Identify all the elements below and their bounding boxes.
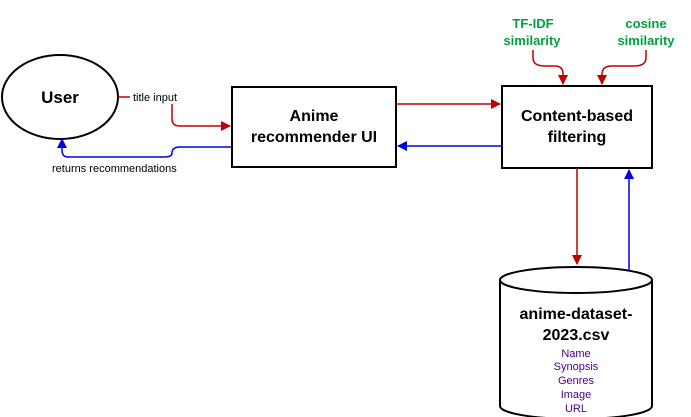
cosine-arrow	[597, 50, 647, 85]
title-input-label: title input	[133, 92, 177, 104]
cosine-label-line2: similarity	[617, 33, 675, 48]
returns-arrow	[57, 138, 232, 158]
tfidf-label-line2: similarity	[503, 33, 561, 48]
dataset-field-synopsis: Synopsis	[554, 361, 599, 373]
user-label: User	[41, 88, 79, 107]
filtering-label-line1: Content-based	[521, 108, 633, 125]
user-node: User	[1, 54, 119, 140]
cosine-label-line1: cosine	[625, 16, 666, 31]
dataset-field-url: URL	[565, 403, 587, 415]
dataset-node: anime-dataset- 2023.csv Name Synopsis Ge…	[499, 266, 653, 417]
filtering-label-line2: filtering	[548, 129, 607, 146]
dataset-field-genres: Genres	[558, 375, 595, 387]
ui-label-line2: recommender UI	[251, 129, 377, 146]
cosine-annotation: cosine similarity	[617, 16, 675, 48]
dataset-label-line2: 2023.csv	[543, 327, 610, 344]
tfidf-arrow	[532, 50, 568, 85]
dataset-field-name: Name	[561, 348, 590, 360]
dataset-label-line1: anime-dataset-	[520, 306, 633, 323]
tfidf-annotation: TF-IDF similarity	[503, 16, 561, 48]
tfidf-label-line1: TF-IDF	[512, 16, 553, 31]
filtering-node: Content-based filtering	[501, 85, 653, 169]
ui-label-line1: Anime	[290, 108, 339, 125]
returns-label: returns recommendations	[52, 163, 177, 175]
ui-node: Anime recommender UI	[231, 86, 397, 168]
dataset-field-image: Image	[561, 389, 592, 401]
